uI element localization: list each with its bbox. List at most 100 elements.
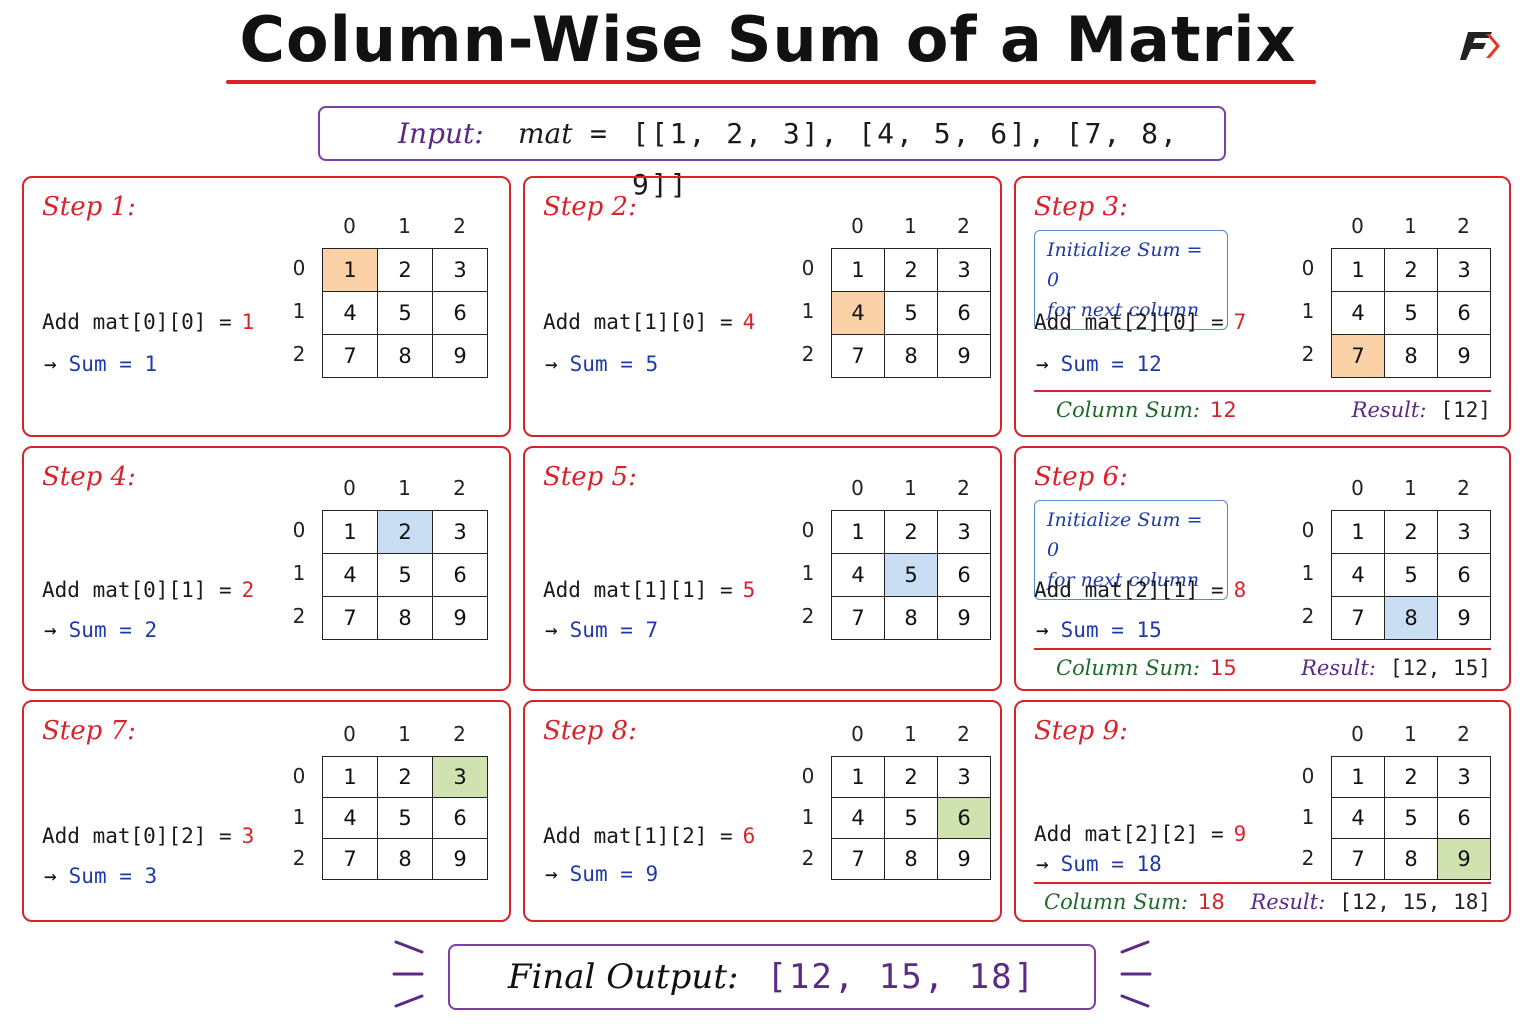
initialize-note-line2: for next column [1047, 569, 1200, 591]
running-sum-text: Sum = 18 [1060, 852, 1162, 876]
brand-logo-icon [1456, 28, 1506, 64]
add-operation: Add mat[2][1] =8 [1034, 578, 1246, 602]
column-index: 2 [453, 476, 466, 500]
column-index: 1 [904, 722, 917, 746]
result-value: [12, 15, 18] [1339, 890, 1491, 914]
column-index: 0 [851, 476, 864, 500]
column-index: 0 [1351, 214, 1364, 238]
add-operation: Add mat[1][1] =5 [543, 578, 755, 602]
matrix-cell: 9 [1437, 596, 1491, 640]
matrix-cell: 3 [1437, 248, 1491, 292]
matrix-cell: 5 [377, 291, 433, 335]
matrix-cell: 3 [937, 510, 991, 554]
matrix-cell: 5 [1384, 553, 1438, 597]
column-index: 1 [904, 214, 917, 238]
initialize-note: Initialize Sum = 0 for next column [1034, 500, 1228, 600]
add-operation: Add mat[0][2] =3 [42, 824, 254, 848]
column-index: 2 [957, 476, 970, 500]
add-operation-value: 9 [1233, 822, 1247, 846]
column-sum-label: Column Sum: [1044, 890, 1188, 914]
initialize-note-line1: Initialize Sum = 0 [1047, 509, 1203, 561]
add-operation: Add mat[0][1] = 2 [42, 578, 254, 602]
add-operation-value: 8 [1233, 578, 1247, 602]
input-box: Input: mat = [[1, 2, 3], [4, 5, 6], [7, … [318, 106, 1226, 201]
final-output-value: [12, 15, 18] [766, 957, 1037, 997]
row-index: 2 [292, 846, 306, 870]
step-title: Step 6: [1034, 462, 1128, 492]
row-index: 0 [801, 764, 815, 788]
matrix-cell: 8 [377, 838, 433, 880]
matrix-cell: 8 [884, 334, 938, 378]
step-title: Step 8: [543, 716, 637, 746]
row-index: 0 [1301, 256, 1315, 280]
add-operation-value: 6 [742, 824, 756, 848]
running-sum: →Sum = 7 [545, 618, 658, 642]
running-sum-text: Sum = 3 [68, 864, 158, 888]
matrix-cell: 2 [884, 756, 938, 798]
running-sum-text: Sum = 2 [68, 618, 158, 642]
row-index: 1 [292, 561, 306, 585]
matrix-cell: 3 [937, 756, 991, 798]
row-index: 1 [1301, 561, 1315, 585]
matrix-cell: 9 [937, 838, 991, 880]
row-index: 1 [801, 561, 815, 585]
column-index: 0 [1351, 722, 1364, 746]
row-index: 1 [292, 805, 306, 829]
add-operation-text: Add mat[1][2] = [543, 824, 733, 848]
row-index: 0 [1301, 764, 1315, 788]
column-index: 2 [1457, 722, 1470, 746]
result-label: Result: [1301, 656, 1376, 680]
add-operation-value: 4 [742, 310, 756, 334]
add-operation-text: Add mat[0][1] = [42, 578, 232, 602]
row-index: 2 [801, 342, 815, 366]
matrix-cell: 8 [377, 334, 433, 378]
column-index: 1 [1404, 722, 1417, 746]
matrix-cell: 6 [432, 797, 488, 839]
matrix-cell: 2 [377, 510, 433, 554]
input-equals: = [590, 117, 607, 150]
matrix-cell: 2 [884, 510, 938, 554]
column-index: 0 [343, 722, 356, 746]
matrix-cell: 2 [1384, 510, 1438, 554]
arrow-right-icon: → [545, 862, 558, 886]
column-index: 2 [453, 722, 466, 746]
matrix-cell: 5 [884, 797, 938, 839]
input-value: [[1, 2, 3], [4, 5, 6], [7, 8, 9]] [632, 117, 1179, 201]
add-operation-value: 7 [1233, 310, 1247, 334]
running-sum-text: Sum = 12 [1060, 352, 1162, 376]
arrow-right-icon: → [1036, 352, 1049, 376]
matrix-cell: 2 [1384, 248, 1438, 292]
row-index: 2 [801, 604, 815, 628]
matrix-cell: 7 [1331, 838, 1385, 880]
matrix-cell: 7 [322, 334, 378, 378]
matrix-cell: 2 [377, 756, 433, 798]
running-sum: →Sum = 5 [545, 352, 658, 376]
final-output-label: Final Output: [507, 957, 739, 997]
row-index: 0 [801, 256, 815, 280]
result: Result:[12] [1352, 398, 1491, 422]
matrix-cell: 5 [377, 553, 433, 597]
separator-line [1034, 648, 1491, 650]
matrix-cell: 3 [432, 510, 488, 554]
column-sum-value: 12 [1209, 398, 1237, 422]
matrix-cell: 9 [937, 334, 991, 378]
matrix-cell: 5 [884, 291, 938, 335]
matrix-cell: 6 [432, 291, 488, 335]
add-operation-value: 2 [241, 578, 255, 602]
column-sum: Column Sum:18 [1044, 890, 1225, 914]
matrix-cell: 4 [831, 553, 885, 597]
matrix-cell: 5 [884, 553, 938, 597]
column-index: 2 [1457, 214, 1470, 238]
matrix-cell: 1 [322, 248, 378, 292]
matrix-cell: 5 [1384, 291, 1438, 335]
matrix-cell: 3 [937, 248, 991, 292]
separator-line [1034, 882, 1491, 884]
matrix-cell: 8 [1384, 596, 1438, 640]
row-index: 0 [292, 764, 306, 788]
result: Result:[12, 15, 18] [1251, 890, 1492, 914]
